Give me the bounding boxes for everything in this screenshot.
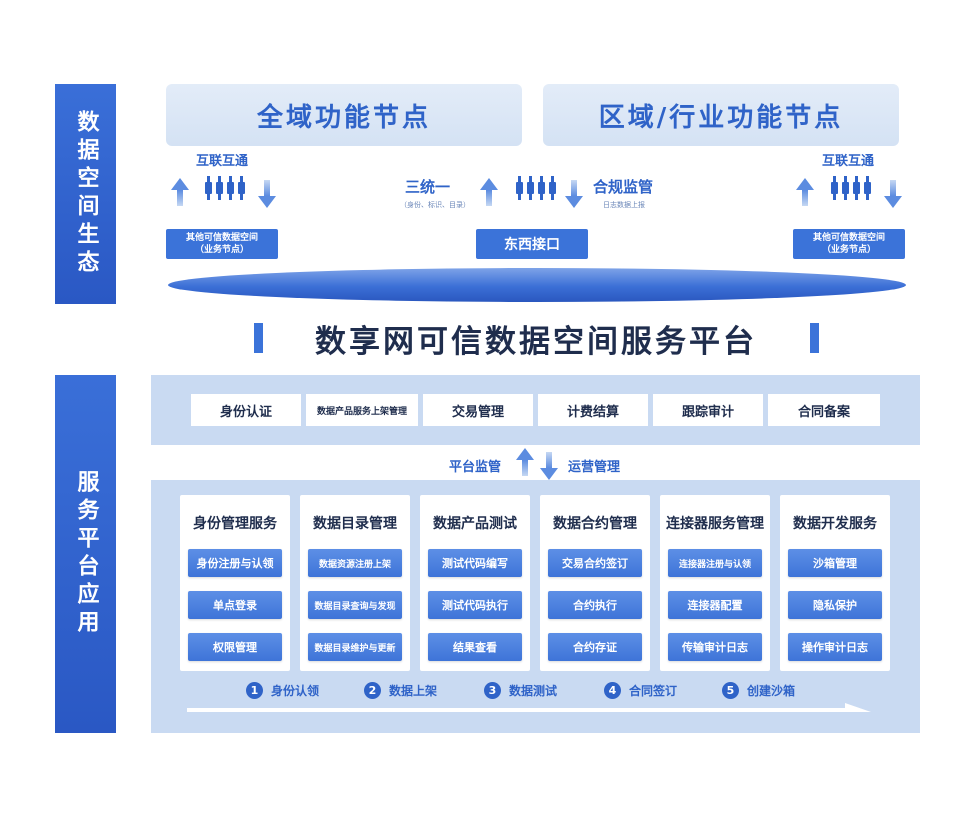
step-number: 2 — [364, 682, 381, 699]
node-regional-box: 区域/行业功能节点 — [543, 84, 899, 146]
ops-management-label: 运营管理 — [568, 460, 621, 475]
title-bar-left — [254, 323, 263, 353]
service-card-title: 数据产品测试 — [433, 516, 517, 532]
step-3: 3 数据测试 — [484, 682, 557, 699]
service-function-button[interactable]: 合约存证 — [548, 633, 642, 661]
service-function-button[interactable]: 测试代码执行 — [428, 591, 522, 619]
step-4: 4 合同签订 — [604, 682, 677, 699]
unify-label: 三统一 — [405, 178, 451, 196]
service-function-button[interactable]: 数据目录维护与更新 — [308, 633, 402, 661]
platform-title: 数享网可信数据空间服务平台 — [315, 324, 757, 360]
compliance-label: 合规监管 — [593, 178, 654, 196]
arrow-down-icon — [565, 180, 583, 208]
platform-disc — [168, 268, 906, 302]
service-function-button[interactable]: 测试代码编写 — [428, 549, 522, 577]
service-card: 数据合约管理交易合约签订合约执行合约存证 — [540, 495, 650, 671]
step-5: 5 创建沙箱 — [722, 682, 795, 699]
tab-audit-tracking[interactable]: 跟踪审计 — [653, 394, 763, 426]
service-function-button[interactable]: 操作审计日志 — [788, 633, 882, 661]
service-card: 连接器服务管理连接器注册与认领连接器配置传输审计日志 — [660, 495, 770, 671]
compliance-sub-label: 日志数据上报 — [603, 201, 645, 209]
arrow-up-icon — [480, 178, 498, 206]
ecosystem-side-label: 数据空间生态 — [55, 84, 116, 304]
step-2: 2 数据上架 — [364, 682, 437, 699]
other-space-left-line1: 其他可信数据空间 — [185, 233, 258, 243]
tab-identity-auth[interactable]: 身份认证 — [191, 394, 301, 426]
step-1: 1 身份认领 — [246, 682, 319, 699]
service-card-title: 数据目录管理 — [313, 516, 397, 532]
service-function-button[interactable]: 隐私保护 — [788, 591, 882, 619]
tab-trade-management[interactable]: 交易管理 — [423, 394, 533, 426]
arrow-up-icon — [516, 448, 534, 476]
interconnect-left-label: 互联互通 — [196, 154, 249, 169]
service-function-button[interactable]: 数据资源注册上架 — [308, 549, 402, 577]
step-label: 数据上架 — [389, 684, 438, 698]
tab-product-listing[interactable]: 数据产品服务上架管理 — [306, 394, 418, 426]
step-label: 合同签订 — [629, 684, 678, 698]
service-card-title: 数据开发服务 — [793, 516, 877, 532]
service-function-button[interactable]: 单点登录 — [188, 591, 282, 619]
service-card: 数据开发服务沙箱管理隐私保护操作审计日志 — [780, 495, 890, 671]
arrow-down-icon — [884, 180, 902, 208]
platform-monitor-label: 平台监管 — [449, 460, 502, 475]
title-bar-right — [810, 323, 819, 353]
unify-sub-label: （身份、标识、目录） — [400, 201, 470, 209]
other-space-right-line1: 其他可信数据空间 — [812, 233, 885, 243]
service-function-button[interactable]: 合约执行 — [548, 591, 642, 619]
service-function-button[interactable]: 权限管理 — [188, 633, 282, 661]
step-number: 4 — [604, 682, 621, 699]
service-function-button[interactable]: 连接器配置 — [668, 591, 762, 619]
other-space-right-box: 其他可信数据空间 （业务节点） — [793, 229, 905, 259]
connector-plugs-icon — [205, 176, 245, 208]
service-function-button[interactable]: 连接器注册与认领 — [668, 549, 762, 577]
service-function-button[interactable]: 沙箱管理 — [788, 549, 882, 577]
service-card: 数据目录管理数据资源注册上架数据目录查询与发现数据目录维护与更新 — [300, 495, 410, 671]
arrow-down-icon — [540, 452, 558, 480]
step-label: 创建沙箱 — [747, 684, 796, 698]
service-function-button[interactable]: 身份注册与认领 — [188, 549, 282, 577]
service-card-title: 连接器服务管理 — [666, 516, 764, 532]
service-card-title: 身份管理服务 — [193, 516, 277, 532]
step-label: 身份认领 — [271, 684, 320, 698]
node-global-box: 全域功能节点 — [166, 84, 522, 146]
flow-arrow-icon — [187, 703, 871, 712]
arrow-down-icon — [258, 180, 276, 208]
tab-contract-filing[interactable]: 合同备案 — [768, 394, 880, 426]
step-number: 1 — [246, 682, 263, 699]
other-space-left-box: 其他可信数据空间 （业务节点） — [166, 229, 278, 259]
service-side-label: 服务平台应用 — [55, 375, 116, 733]
other-space-right-line2: （业务节点） — [821, 245, 876, 255]
other-space-left-line2: （业务节点） — [194, 245, 249, 255]
service-function-button[interactable]: 结果查看 — [428, 633, 522, 661]
tab-billing[interactable]: 计费结算 — [538, 394, 648, 426]
service-function-button[interactable]: 交易合约签订 — [548, 549, 642, 577]
service-card: 数据产品测试测试代码编写测试代码执行结果查看 — [420, 495, 530, 671]
service-card: 身份管理服务身份注册与认领单点登录权限管理 — [180, 495, 290, 671]
step-number: 5 — [722, 682, 739, 699]
connector-plugs-icon — [516, 176, 556, 208]
east-west-interface-box: 东西接口 — [476, 229, 588, 259]
service-function-button[interactable]: 数据目录查询与发现 — [308, 591, 402, 619]
interconnect-right-label: 互联互通 — [822, 154, 875, 169]
service-card-title: 数据合约管理 — [553, 516, 637, 532]
step-number: 3 — [484, 682, 501, 699]
arrow-up-icon — [796, 178, 814, 206]
connector-plugs-icon — [831, 176, 871, 208]
step-label: 数据测试 — [509, 684, 558, 698]
service-function-button[interactable]: 传输审计日志 — [668, 633, 762, 661]
arrow-up-icon — [171, 178, 189, 206]
